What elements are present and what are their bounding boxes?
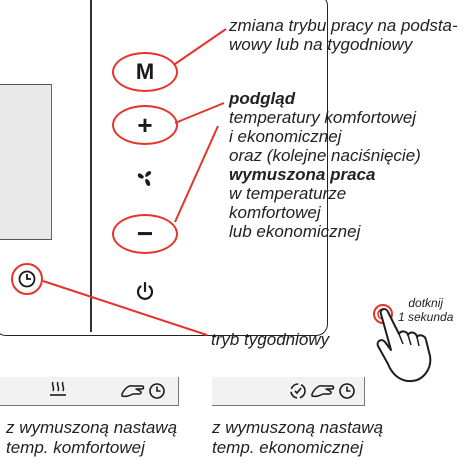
forced-note-title: wymuszona praca [229,165,376,184]
panel-divider [90,0,92,332]
comfort-caption-line: z wymuszoną nastawą [6,418,178,437]
mode-note-line: wowy lub na tygodniowy [229,35,413,54]
preview-note-line: i ekonomicznej [229,127,342,146]
weekly-clock-button[interactable] [11,263,43,295]
mode-button[interactable]: M [112,52,178,92]
power-icon[interactable] [133,279,157,303]
clock-icon [18,270,36,288]
forced-note-line: lub ekonomicznej [229,222,361,241]
comfort-caption-line: temp. komfortowej [6,438,145,457]
minus-button-label: − [136,218,154,249]
plus-button[interactable]: + [112,105,178,145]
hand-icon [121,385,145,398]
preview-note-title: podgląd [229,89,296,108]
mode-note: zmiana trybu pracy na podsta- wowy lub n… [229,16,458,54]
forced-note-line: komfortowej [229,203,321,222]
preview-note-line: temperatury komfortowej [229,108,417,127]
mode-button-label: M [135,59,155,84]
touch-hint: dotknij 1 sekunda [398,296,453,324]
minus-button[interactable]: − [112,214,178,254]
hand-icon [311,385,335,398]
touch-hint-line: dotknij [408,296,444,310]
clock-icon [339,383,355,399]
forced-note-line: w temperaturze [229,184,347,203]
heat-waves-icon [50,381,66,396]
eco-cycle-icon [290,383,306,399]
mode-note-line: zmiana trybu pracy na podsta- [229,16,458,35]
touch-hint-line: 1 sekunda [398,310,454,324]
eco-caption-line: z wymuszoną nastawą [212,418,384,437]
hand-pointer-icon [373,304,432,383]
preview-note-line: oraz (kolejne naciśnięcie) [229,146,421,165]
fan-icon[interactable] [133,166,157,190]
eco-caption: z wymuszoną nastawą temp. ekonomicznej [212,418,383,458]
plus-button-label: + [137,109,153,140]
clock-icon [149,383,165,399]
eco-caption-line: temp. ekonomicznej [212,438,364,457]
display-screen [0,84,52,240]
comfort-caption: z wymuszoną nastawą temp. komfortowej [6,418,177,458]
comfort-indicator-strip [0,377,179,406]
weekly-note: tryb tygodniowy [211,330,330,349]
preview-note: podgląd temperatury komfortowej i ekonom… [229,89,421,241]
